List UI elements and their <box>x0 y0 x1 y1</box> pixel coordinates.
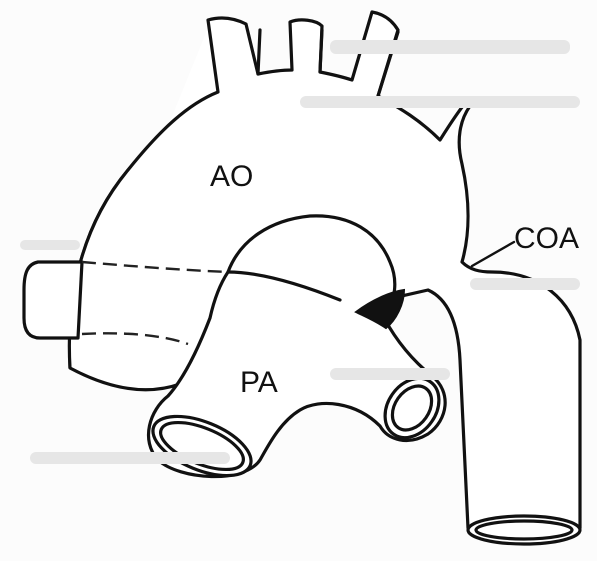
label-pa: PA <box>240 366 278 399</box>
label-ao: AO <box>210 160 253 193</box>
label-coa: COA <box>514 222 579 255</box>
right-pa-stub <box>24 262 82 338</box>
brachiocephalic-inner <box>258 30 260 74</box>
carotid-inner <box>320 30 322 72</box>
coa-pointer <box>472 242 514 266</box>
